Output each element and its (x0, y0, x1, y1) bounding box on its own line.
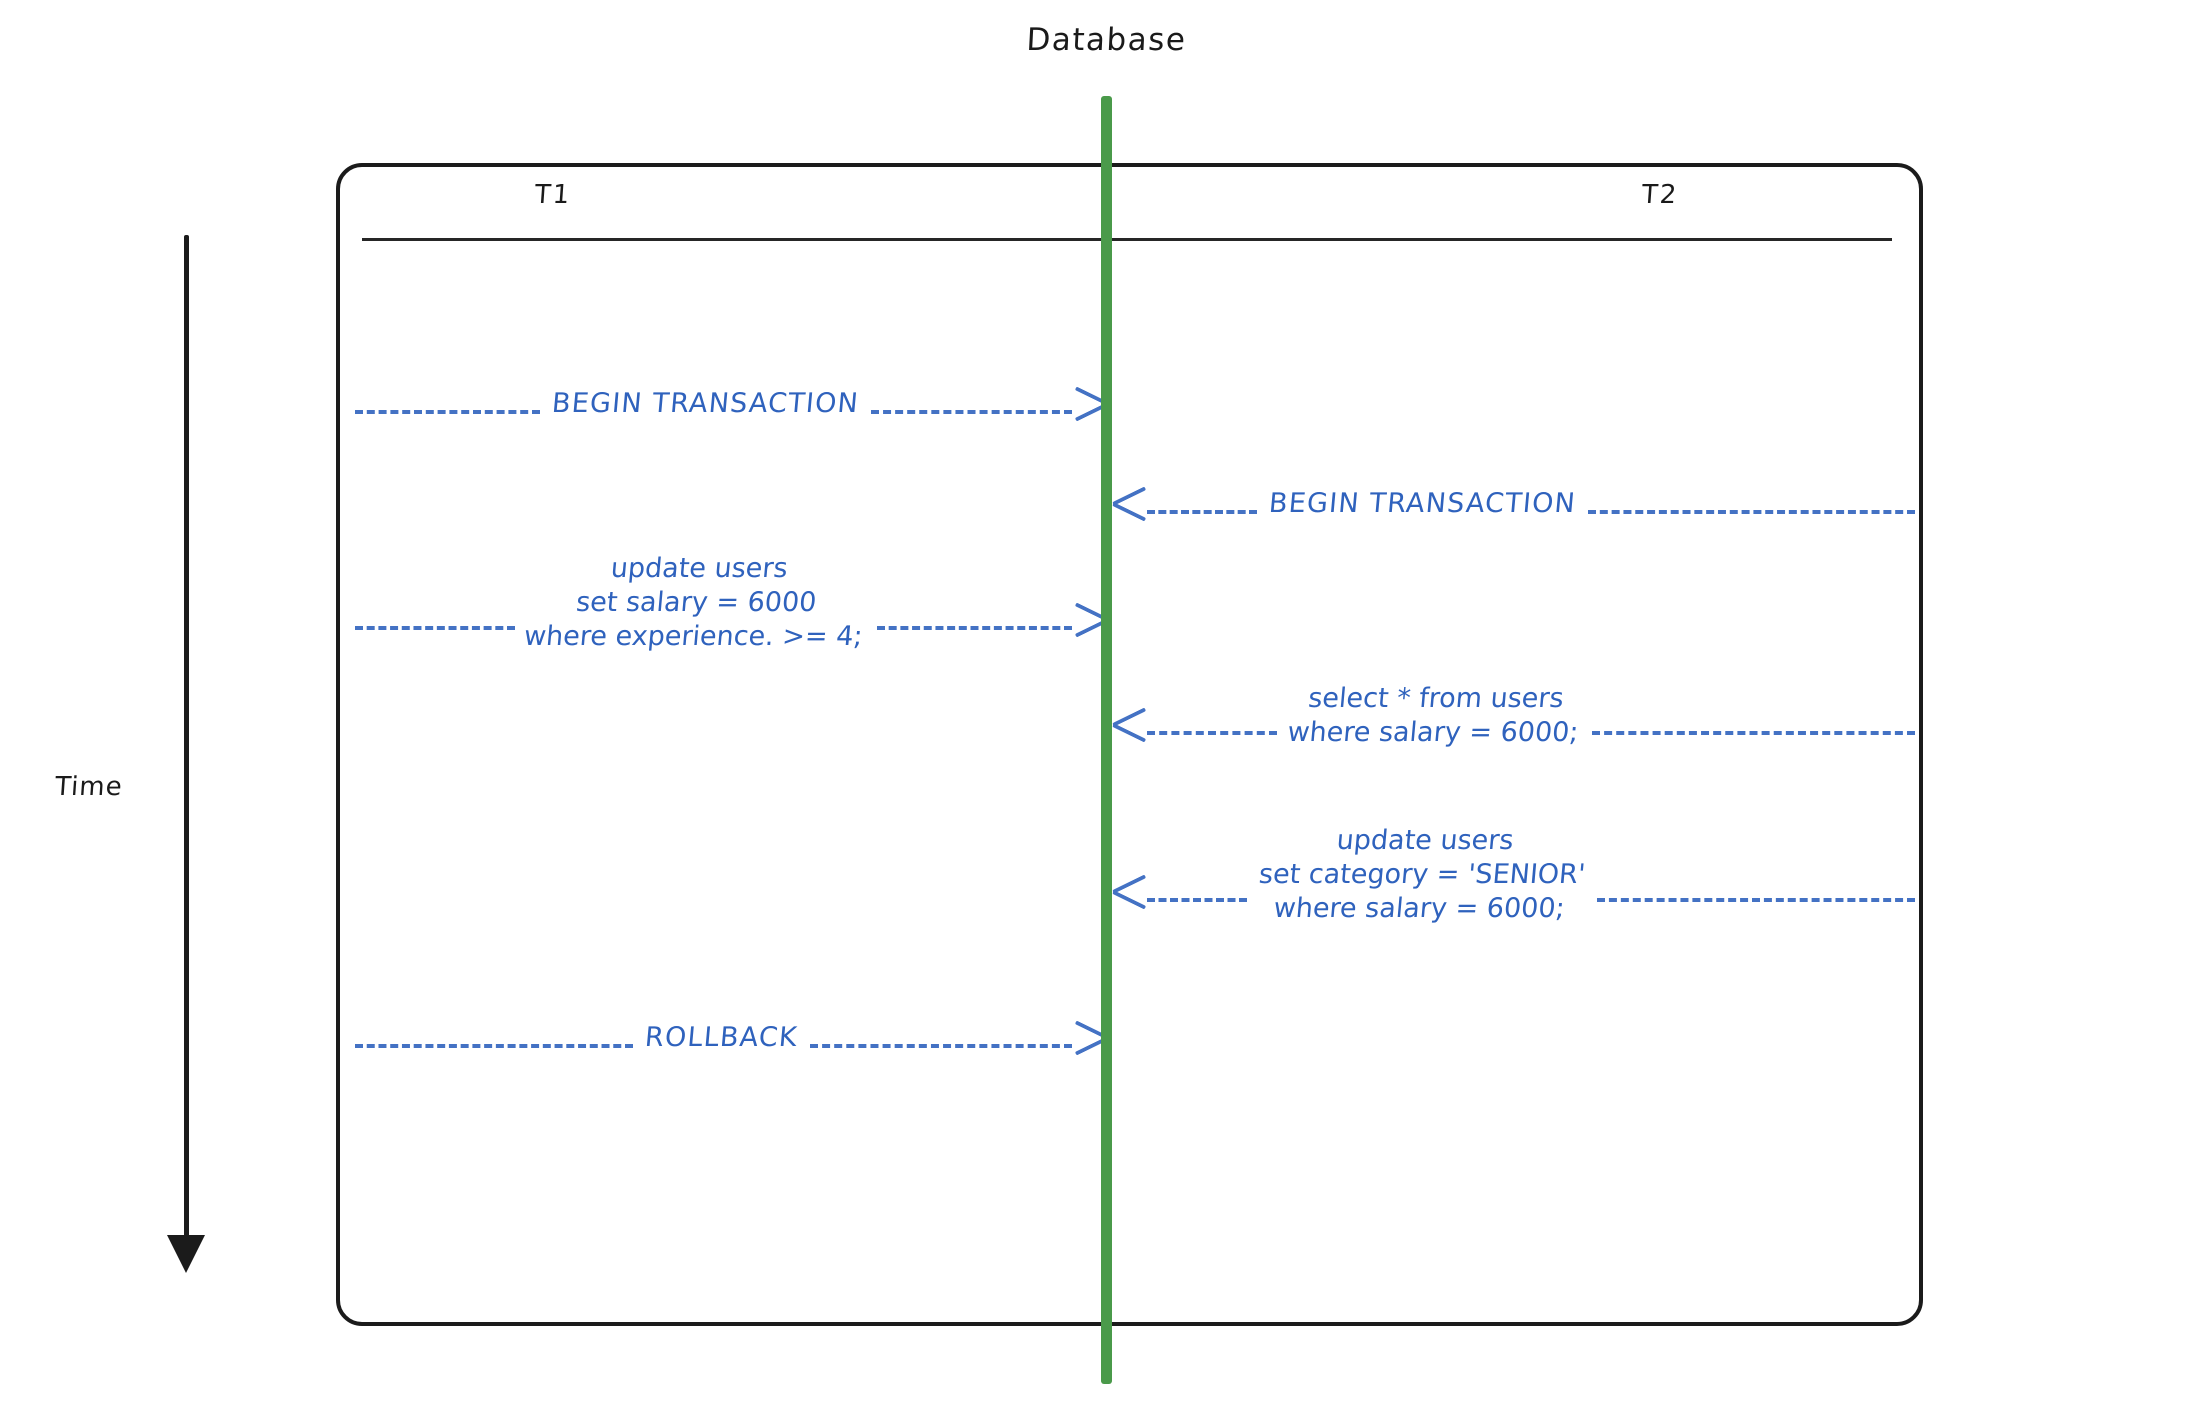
message-label: ROLLBACK (643, 1021, 800, 1053)
message-label: update users set category = 'SENIOR' whe… (1257, 824, 1587, 924)
message-dash-left (1147, 731, 1277, 735)
message-dash-right (870, 410, 1072, 414)
header-divider (362, 238, 1892, 241)
database-title: Database (1025, 22, 1188, 58)
message-dash-right (809, 1044, 1072, 1048)
time-axis-arrow (167, 235, 205, 1290)
column-header-t2: T2 (1640, 180, 1680, 210)
message-dash-right (1591, 731, 1915, 735)
database-lifeline (1101, 96, 1112, 1384)
message-dash-right (1597, 898, 1915, 902)
arrowhead-left-icon (1112, 703, 1147, 743)
message-label: BEGIN TRANSACTION (1267, 487, 1578, 519)
arrowhead-left-icon (1112, 482, 1147, 522)
transactions-box (336, 163, 1923, 1326)
message-dash-left (355, 626, 515, 630)
message-dash-left (355, 1044, 633, 1048)
message-label: update users set salary = 6000 where exp… (522, 552, 864, 652)
message-dash-right (877, 626, 1072, 630)
message-dash-right (1587, 510, 1915, 514)
message-label: select * from users where salary = 6000; (1286, 683, 1580, 748)
message-dash-left (1147, 510, 1257, 514)
message-dash-left (355, 410, 540, 414)
message-label: BEGIN TRANSACTION (550, 387, 861, 419)
time-axis-shaft (184, 235, 189, 1253)
message-dash-left (1147, 898, 1247, 902)
arrowhead-left-icon (1112, 870, 1147, 910)
time-axis-label: Time (53, 772, 124, 802)
column-header-t1: T1 (533, 180, 573, 210)
time-axis-arrowhead-icon (167, 1235, 205, 1273)
